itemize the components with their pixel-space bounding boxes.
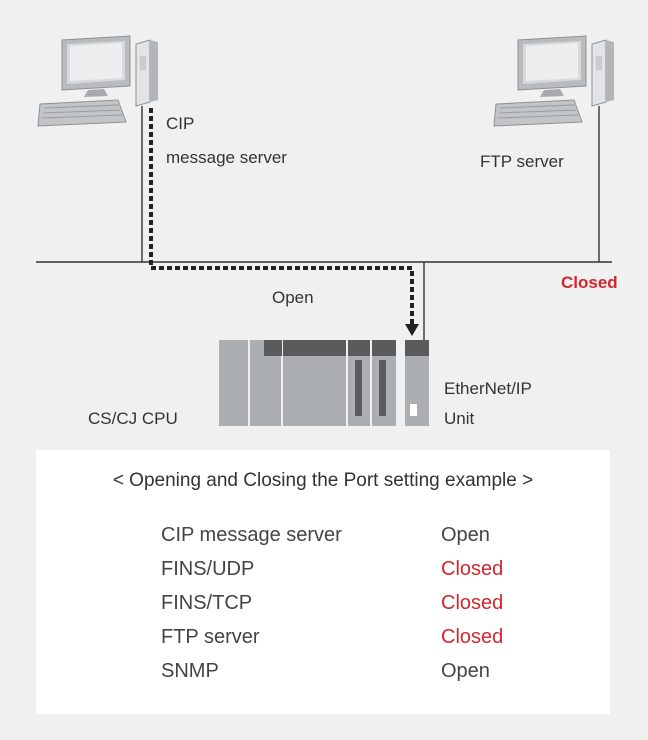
port-name: FINS/UDP [161,558,255,580]
port-status: Closed [441,592,504,614]
port-name: FINS/TCP [161,592,253,614]
closed-label: Closed [561,273,618,292]
cip-path-arrow [405,324,419,336]
port-name: SNMP [161,660,219,682]
network-diagram-svg [36,35,614,426]
port-status: Open [441,660,490,682]
network-diagram: CIP message server FTP server Closed Ope… [36,35,618,428]
cpu-label: CS/CJ CPU [88,409,178,428]
ethernet-label-line1: EtherNet/IP [444,379,532,398]
example-title: < Opening and Closing the Port setting e… [112,470,534,491]
cip-open-path [149,108,414,326]
cip-label-line1: CIP [166,114,195,133]
cip-label-line2: message server [166,148,287,167]
open-label: Open [272,288,314,307]
port-name: CIP message server [161,524,342,546]
port-status: Open [441,524,490,546]
cip-computer-icon [37,35,158,127]
ethernet-label-line2: Unit [444,409,475,428]
plc-rack [219,340,429,426]
port-name: FTP server [161,626,260,648]
ftp-computer-icon [493,35,614,127]
port-status: Closed [441,626,504,648]
ftp-label: FTP server [480,152,564,171]
port-status: Closed [441,558,504,580]
port-setting-example-panel: < Opening and Closing the Port setting e… [36,450,610,714]
